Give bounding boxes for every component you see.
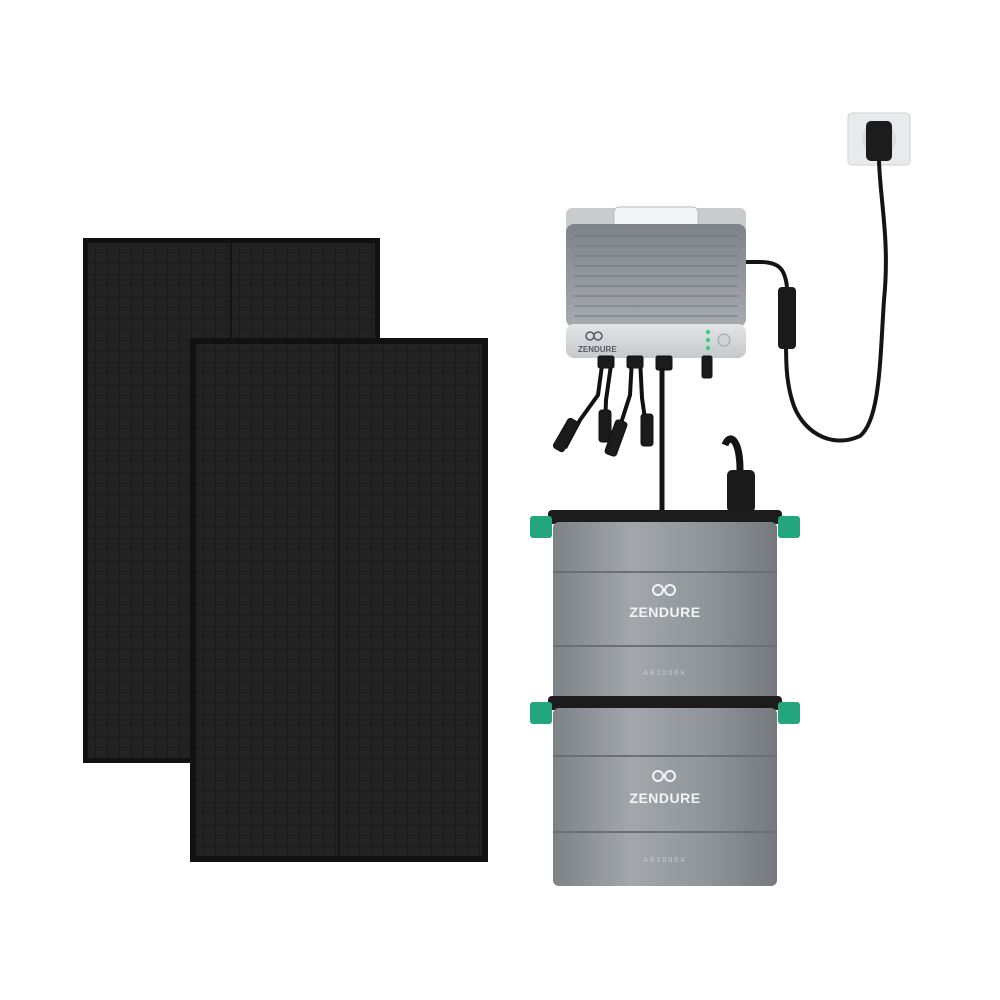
battery-brand-text: ZENDURE <box>629 790 700 806</box>
battery-model-text: AB2000X <box>643 857 687 864</box>
solar-panel-front <box>190 338 488 862</box>
battery-clip-icon <box>530 516 552 538</box>
battery-module-2: ZENDURE AB2000X <box>530 696 800 886</box>
smart-inverter-hub: ZENDURE <box>566 206 760 358</box>
battery-model-text: AB2000X <box>643 670 687 677</box>
battery-cables <box>659 368 755 512</box>
power-plug-with-cable <box>740 112 911 443</box>
status-led-icon <box>705 329 711 335</box>
solar-connectors <box>552 355 713 457</box>
battery-brand-text: ZENDURE <box>629 604 700 620</box>
hub-brand-text: ZENDURE <box>578 345 617 354</box>
battery-module-1: ZENDURE AB2000X <box>530 510 800 702</box>
